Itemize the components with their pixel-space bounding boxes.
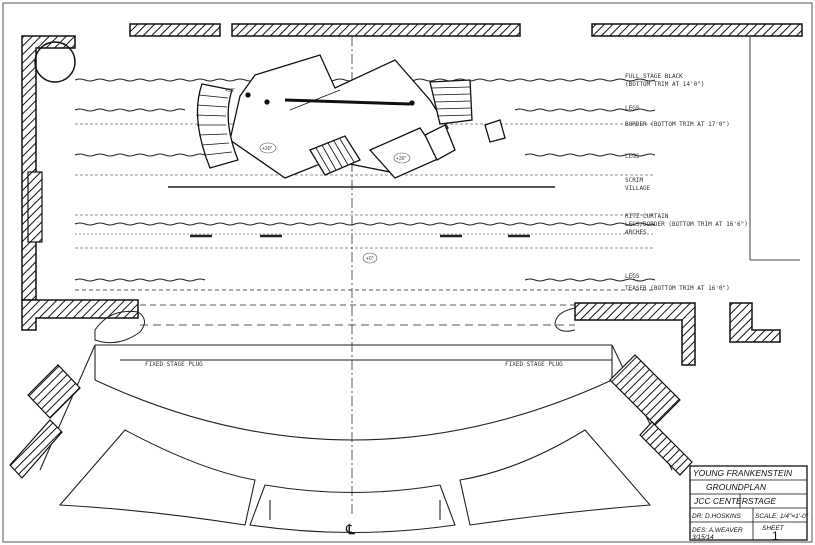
title-block-drawn-by: DR: D.HOSKINS [692,513,741,520]
svg-text:LEGS: LEGS [625,153,640,160]
stage-left-wall [21,35,139,331]
svg-text:BORDER (BOTTOM TRIM AT 17'0"): BORDER (BOTTOM TRIM AT 17'0") [625,121,730,128]
svg-text:LEGS: LEGS [625,273,640,280]
title-block-drawing: GROUNDPLAN [706,482,767,492]
masking-labels: FULL STAGE BLACK (BOTTOM TRIM AT 14'0") … [145,73,748,368]
svg-text:SCRIM: SCRIM [625,177,643,184]
svg-text:LEGS: LEGS [625,105,640,112]
audience-seating [58,429,652,534]
stage-right-wall [574,36,800,366]
svg-text:(BOTTOM TRIM AT 14'0"): (BOTTOM TRIM AT 14'0") [625,81,704,88]
title-block: YOUNG FRANKENSTEIN GROUNDPLAN JCC CENTER… [689,465,809,543]
svg-text:VILLAGE: VILLAGE [625,185,651,192]
svg-text:ARCHES: ARCHES [625,229,647,236]
title-block-venue: JCC CENTERSTAGE [693,496,776,506]
svg-text:LEGS/BORDER (BOTTOM TRIM AT 16: LEGS/BORDER (BOTTOM TRIM AT 16'6") [625,221,748,228]
title-block-scale: SCALE: 1/4"=1'-0" [755,513,809,520]
title-block-sheet-number: 1 [772,529,779,543]
svg-text:+30": +30" [262,146,272,152]
svg-text:+36": +36" [396,156,406,162]
title-block-date: 3/15/14 [692,534,714,541]
elevation-marks: +30" +36" +0" +30" [225,88,411,264]
stage-plugs [94,307,576,344]
title-block-show: YOUNG FRANKENSTEIN [693,468,793,478]
svg-text:FIXED STAGE PLUG: FIXED STAGE PLUG [145,361,203,368]
svg-text:FIXED STAGE PLUG: FIXED STAGE PLUG [505,361,563,368]
svg-text:TEASER (BOTTOM TRIM AT 16'0"): TEASER (BOTTOM TRIM AT 16'0") [625,285,730,292]
title-block-sheet-label: SHEET [762,525,785,532]
svg-text:+30": +30" [225,88,235,94]
title-block-designer: DES: A.WEAVER [692,527,743,534]
vomitory-stairs [9,354,693,479]
masking-lines [74,78,656,326]
apron [39,344,673,471]
centerline-symbol: ℄ [345,523,355,538]
svg-text:+0": +0" [366,256,374,262]
set-pieces [195,54,506,179]
svg-text:RITZ CURTAIN: RITZ CURTAIN [625,213,669,220]
upstage-wall [129,23,803,37]
svg-text:FULL STAGE BLACK: FULL STAGE BLACK [625,73,683,80]
